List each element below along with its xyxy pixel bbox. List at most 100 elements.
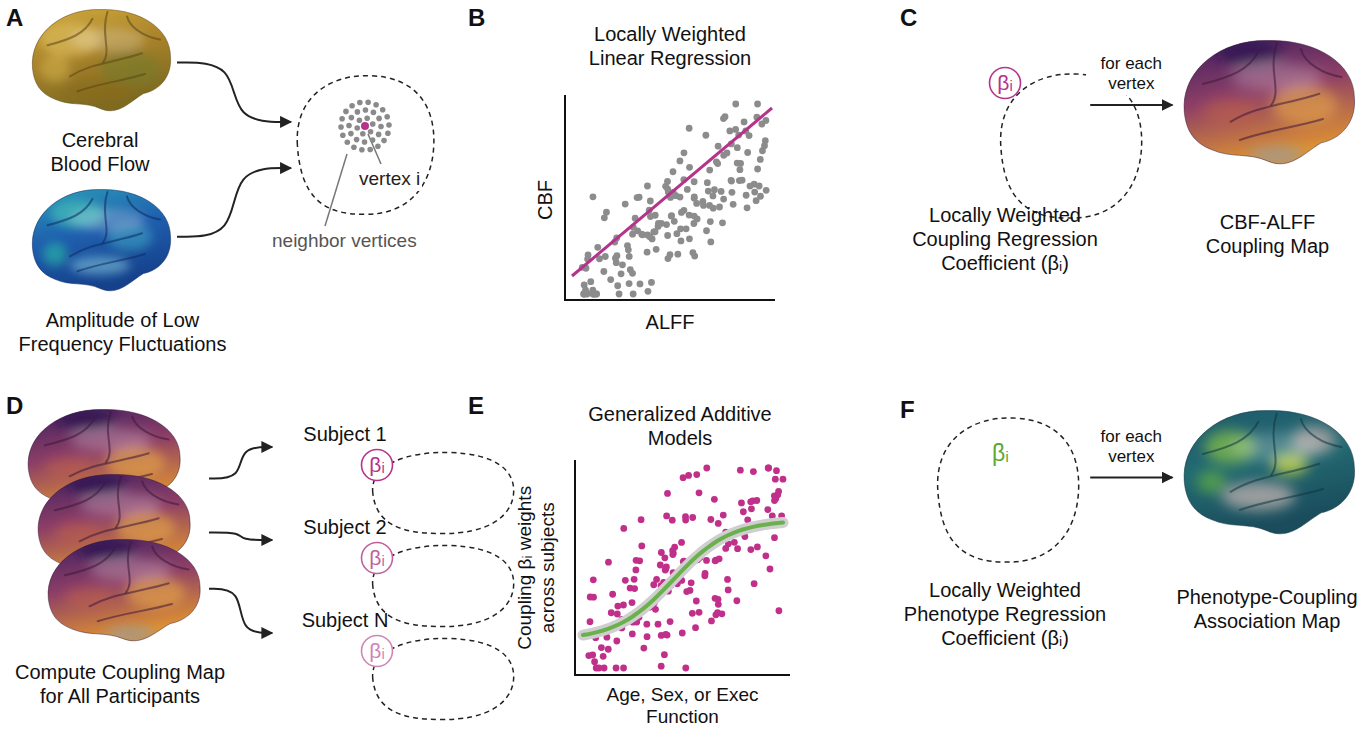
scatter-dot bbox=[703, 557, 710, 564]
scatter-dot bbox=[759, 147, 766, 154]
scatter-dot bbox=[689, 249, 696, 256]
scatter-dot bbox=[738, 500, 745, 507]
brain-illustration bbox=[1184, 38, 1355, 164]
scatter-dot bbox=[692, 624, 699, 631]
brain-sulcus bbox=[78, 254, 146, 271]
axis-label: CBF bbox=[533, 180, 557, 220]
brain-patch bbox=[106, 627, 156, 641]
scatter-dot bbox=[664, 232, 671, 239]
coefficient-circle: βᵢ bbox=[988, 66, 1022, 100]
vertex-dot bbox=[348, 131, 354, 137]
scatter-dot bbox=[636, 194, 643, 201]
panel-title: Locally Weighted Linear Regression bbox=[570, 22, 770, 70]
panel-letter: C bbox=[900, 4, 917, 33]
vertex-dot bbox=[384, 114, 390, 120]
scatter-dot bbox=[662, 566, 669, 573]
coefficient-symbol: βᵢ bbox=[360, 541, 394, 575]
scatter-dot bbox=[678, 209, 685, 216]
scatter-dot bbox=[658, 549, 665, 556]
dashed-cortex-outline bbox=[1001, 74, 1142, 218]
scatter-dot bbox=[618, 270, 625, 277]
scatter-dot bbox=[679, 630, 686, 637]
annotation-label: vertex i bbox=[357, 168, 422, 191]
scatter-dot bbox=[664, 490, 671, 497]
brain-patch bbox=[63, 80, 138, 103]
scatter-dot bbox=[696, 609, 703, 616]
flow-arrow bbox=[209, 589, 272, 633]
brain-patch bbox=[1221, 482, 1295, 510]
vertex-dot bbox=[376, 116, 382, 122]
vertex-dot bbox=[381, 138, 387, 144]
brain-map: Cerebral Blood Flow bbox=[25, 5, 175, 120]
scatter-dot bbox=[591, 658, 598, 665]
scatter-dot bbox=[691, 213, 698, 220]
scatter-dot bbox=[705, 188, 712, 195]
scatter-dot bbox=[614, 603, 621, 610]
shape-canvas bbox=[925, 35, 1085, 195]
scatter-dot bbox=[585, 252, 592, 259]
scatter-dot bbox=[689, 610, 696, 617]
scatter-dot bbox=[647, 198, 654, 205]
scatter-dot bbox=[648, 279, 655, 286]
brain-sulcus bbox=[127, 197, 160, 220]
scatter-dot bbox=[734, 144, 741, 151]
panel-caption: Locally Weighted Coupling Regression Coe… bbox=[905, 203, 1105, 275]
scatter-dot bbox=[747, 546, 754, 553]
vertex-dot bbox=[375, 143, 381, 149]
brain-sulcus bbox=[152, 547, 188, 570]
scatter-dot bbox=[693, 471, 700, 478]
scatter-dot bbox=[715, 143, 722, 150]
brain-sulcus bbox=[1271, 413, 1277, 475]
scatter-dot bbox=[602, 253, 609, 260]
scatter-dot bbox=[724, 576, 731, 583]
brain-surface bbox=[32, 190, 170, 291]
brain-outline bbox=[48, 540, 200, 641]
scatter-dot bbox=[671, 544, 678, 551]
scatter-dot bbox=[587, 618, 594, 625]
coefficient-circle: βᵢ bbox=[360, 541, 394, 575]
vertex-dot bbox=[386, 122, 392, 128]
vertex-dot bbox=[338, 124, 344, 130]
scatter-dot bbox=[624, 242, 631, 249]
brain-patch bbox=[40, 54, 70, 82]
vertex-dot bbox=[349, 103, 355, 109]
vertex-dot bbox=[363, 107, 369, 113]
scatter-dot bbox=[722, 113, 729, 120]
arrow-label: for each vertex bbox=[1086, 54, 1176, 95]
vertex-dot bbox=[354, 125, 360, 131]
scatter-dot bbox=[720, 512, 727, 519]
vertex-dot bbox=[380, 107, 386, 113]
scatter-dot bbox=[703, 465, 710, 472]
scatter-dot bbox=[737, 166, 744, 173]
brain-outline bbox=[32, 190, 170, 291]
axis-label: Age, Sex, or Exec Function bbox=[600, 684, 765, 728]
scatter-dot bbox=[731, 539, 738, 546]
scatter-dot bbox=[664, 178, 671, 185]
leader-line bbox=[368, 134, 381, 164]
scatter-dot bbox=[729, 189, 736, 196]
shape-canvas bbox=[1175, 405, 1360, 545]
brain-outline bbox=[1184, 41, 1355, 164]
scatter-dot bbox=[645, 288, 652, 295]
brain-illustration bbox=[48, 537, 200, 641]
scatter-dot bbox=[600, 268, 607, 275]
panel-letter: B bbox=[468, 4, 485, 33]
subject-label: Subject 2 bbox=[265, 515, 425, 539]
scatter-dot bbox=[655, 621, 662, 628]
scatter-dot bbox=[710, 193, 717, 200]
vertex-dot bbox=[343, 109, 349, 115]
brain-surface bbox=[1184, 411, 1355, 534]
vertex-dot bbox=[362, 139, 368, 145]
panel-letter: E bbox=[468, 392, 484, 421]
scatter-dot bbox=[685, 472, 692, 479]
scatter-dot bbox=[614, 611, 621, 618]
scatter-dot bbox=[703, 227, 710, 234]
coefficient-symbol: βᵢ bbox=[992, 440, 1009, 468]
vertex-dot bbox=[354, 137, 360, 143]
scatter-dot bbox=[614, 252, 621, 259]
scatter-dot bbox=[704, 179, 711, 186]
vertex-dot bbox=[370, 137, 376, 143]
vertex-dot bbox=[378, 124, 384, 130]
axis-label: ALFF bbox=[580, 310, 760, 334]
